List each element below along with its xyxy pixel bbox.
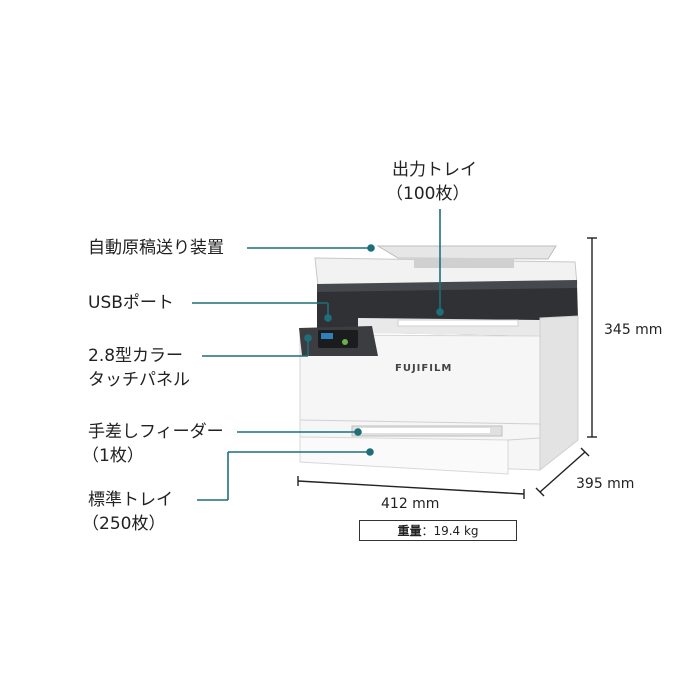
std-tray-capacity: （250枚） [82,514,166,534]
weight-label: 重量 [397,524,422,538]
panel-type: タッチパネル [88,370,190,390]
weight-value: ：19.4 kg [421,524,479,538]
label-bypass-feeder: 手差しフィーダー （1枚） [82,420,224,468]
label-control-panel: 2.8型カラー タッチパネル [88,344,190,392]
dimension-width: 412 mm [381,496,440,512]
side-face [539,315,579,472]
power-button [342,339,348,345]
label-usb-port: USBポート [88,293,174,313]
std-tray-name: 標準トレイ [88,490,173,510]
dimension-height: 345 mm [604,322,663,338]
adf-slot [414,258,514,268]
panel-size: 2.8型カラー [88,346,184,366]
label-standard-tray: 標準トレイ （250枚） [82,488,173,536]
label-adf: 自動原稿送り装置 [88,238,224,258]
adf-input-tray [376,245,557,260]
standard-tray [299,436,509,475]
scanner-lid-edge [317,280,577,292]
weight-box: 重量：19.4 kg [359,520,517,541]
bypass-paper [360,428,490,433]
brand-logo: FUJIFILM [395,363,453,374]
output-tray-capacity: （100枚） [386,184,470,204]
output-tray-name: 出力トレイ [392,160,477,180]
dimension-depth: 395 mm [576,476,635,492]
touch-screen-glow [321,333,333,339]
bypass-name: 手差しフィーダー [88,422,224,442]
output-paper [397,319,519,327]
label-output-tray: 出力トレイ （100枚） [386,158,477,206]
bypass-capacity: （1枚） [82,446,144,466]
